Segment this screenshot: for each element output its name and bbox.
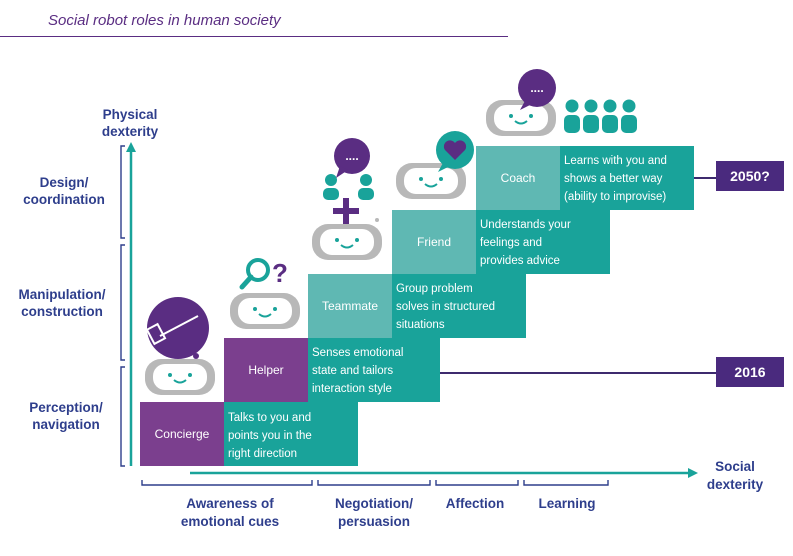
role-helper: Helper [224, 338, 308, 402]
y-level-label: Manipulation/ [18, 287, 106, 302]
role-teammate-description: Group problem solves in structured situa… [392, 274, 526, 338]
x-level-label: Negotiation/ [335, 496, 413, 511]
x-level-negotiation: Negotiation/ persuasion [318, 495, 430, 531]
y-level-label: construction [21, 304, 103, 319]
role-helper-description: Senses emotional state and tailors inter… [308, 338, 440, 402]
description-line: Group problem [396, 283, 473, 295]
y-level-label: Design/ [39, 175, 89, 190]
role-name: Coach [500, 171, 536, 185]
description-line: shows a better way [564, 173, 663, 185]
description-line: provides advice [480, 255, 560, 267]
year-2016-line [440, 372, 718, 374]
year-2016-label: 2016 [734, 364, 766, 380]
year-2050-badge: 2050? [716, 161, 784, 191]
y-axis-title-line2: dexterity [101, 124, 159, 139]
x-level-label: Affection [445, 496, 505, 511]
y-level-perception: Perception/ navigation [12, 399, 120, 433]
x-level-learning: Learning [522, 495, 612, 513]
role-name: Helper [248, 363, 284, 377]
y-level-label: coordination [23, 192, 105, 207]
year-2050-label: 2050? [730, 168, 770, 184]
x-level-label: Learning [538, 496, 596, 511]
y-level-label: navigation [32, 417, 100, 432]
description-line: right direction [228, 448, 298, 460]
description-line: situations [396, 319, 445, 331]
y-level-design: Design/ coordination [8, 174, 120, 208]
y-axis-title: Physical dexterity [80, 106, 180, 140]
x-axis-title-line2: dexterity [706, 477, 764, 492]
description-line: points you in the [228, 430, 312, 442]
description-line: Senses emotional [312, 347, 404, 359]
x-level-label: persuasion [337, 514, 411, 529]
description-line: (ability to improvise) [564, 191, 667, 203]
description-line: solves in structured [396, 301, 496, 313]
role-coach-description: Learns with you and shows a better way (… [560, 146, 694, 210]
role-concierge: Concierge [140, 402, 224, 466]
x-axis-title: Social dexterity [690, 458, 780, 494]
role-teammate: Teammate [308, 274, 392, 338]
y-level-label: Perception/ [29, 400, 103, 415]
role-coach: Coach [476, 146, 560, 210]
title-divider [0, 36, 508, 37]
year-2016-badge: 2016 [716, 357, 784, 387]
role-name: Concierge [154, 427, 210, 441]
role-friend-description: Understands your feelings and provides a… [476, 210, 610, 274]
x-level-affection: Affection [430, 495, 520, 513]
page-title: Social robot roles in human society [48, 12, 281, 29]
role-concierge-description: Talks to you and points you in the right… [224, 402, 358, 466]
role-name: Friend [416, 235, 451, 249]
x-level-awareness: Awareness of emotional cues [160, 495, 300, 531]
y-axis-title-line1: Physical [102, 107, 158, 122]
role-name: Teammate [321, 299, 379, 313]
y-level-manipulation: Manipulation/ construction [4, 286, 120, 320]
role-friend: Friend [392, 210, 476, 274]
description-line: interaction style [312, 383, 392, 395]
description-line: Understands your [480, 219, 571, 231]
description-line: state and tailors [312, 365, 394, 377]
description-line: Talks to you and [228, 412, 312, 424]
description-line: Learns with you and [564, 155, 667, 167]
x-level-label: emotional cues [180, 514, 280, 529]
description-line: feelings and [480, 237, 543, 249]
x-axis-title-line1: Social [715, 459, 755, 474]
x-level-label: Awareness of [186, 496, 274, 511]
